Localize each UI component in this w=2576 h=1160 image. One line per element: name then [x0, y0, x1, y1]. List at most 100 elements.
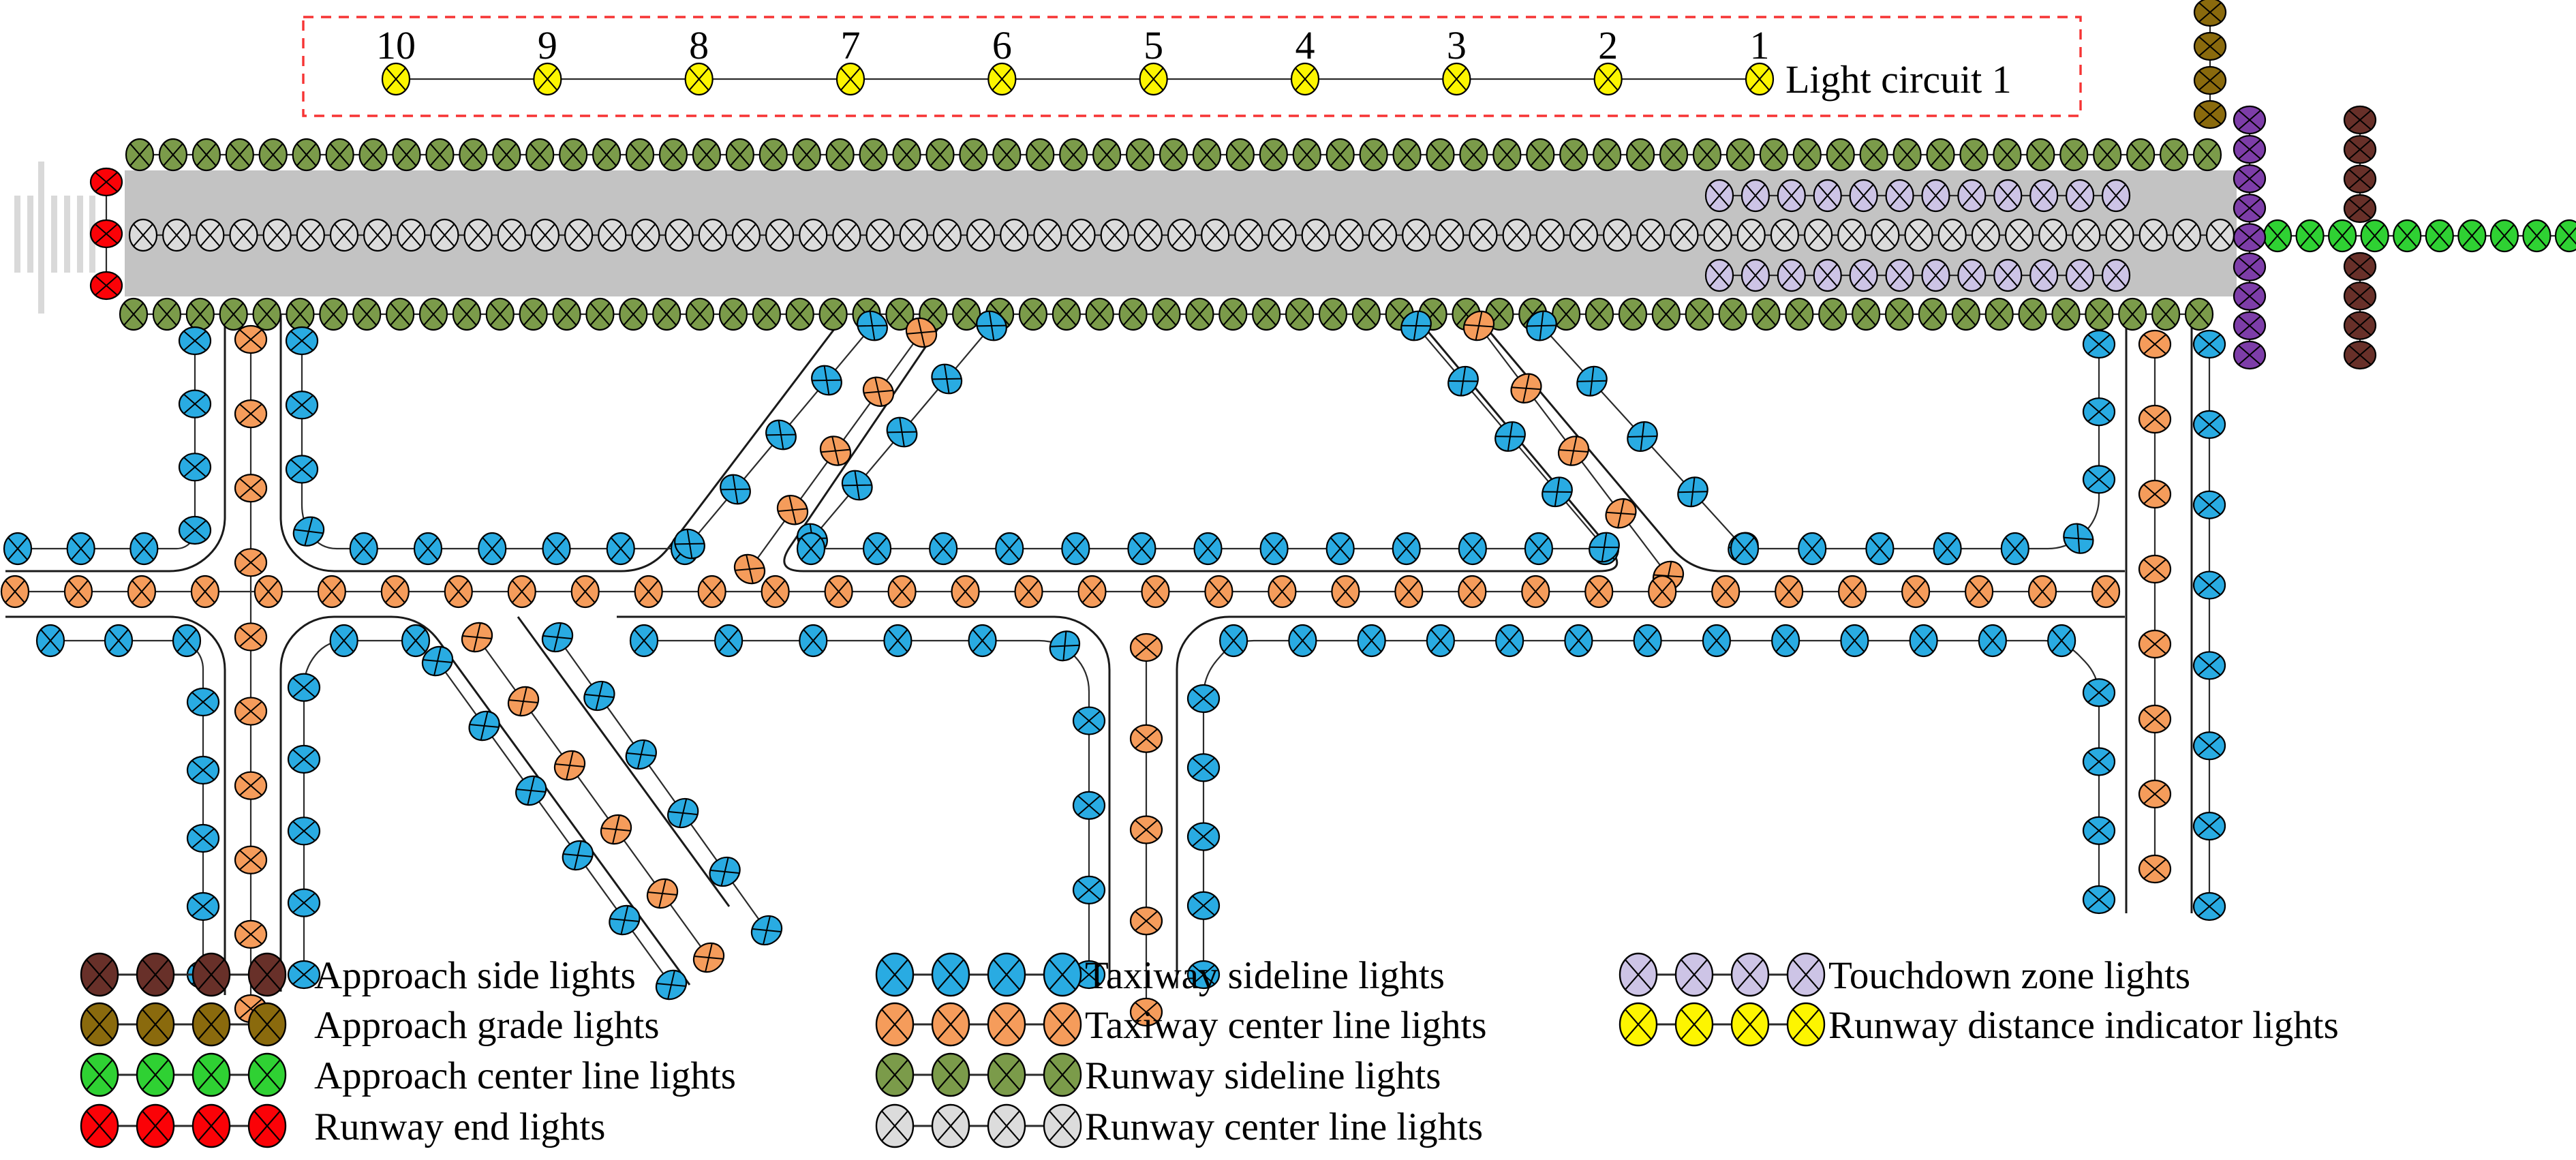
light-cross-b — [1573, 223, 1595, 247]
lgray-light — [1301, 218, 1330, 252]
light-cross-b — [896, 142, 917, 167]
light-cross-b — [1448, 380, 1478, 382]
lgray-light — [1000, 218, 1029, 252]
light-cross-b — [936, 1058, 965, 1091]
lgray-light — [1971, 218, 2000, 252]
blue-light — [1865, 532, 1895, 566]
light-cross-b — [456, 302, 478, 326]
light-cross-b — [132, 223, 154, 247]
light-cross-b — [239, 329, 263, 350]
lavender-light — [1921, 179, 1950, 213]
light-cross-b — [333, 223, 355, 247]
light-cross-b — [2042, 223, 2064, 247]
olive-legend-light — [80, 1002, 119, 1047]
light-cross-b — [482, 536, 503, 561]
rgreen-light — [1759, 138, 1788, 172]
chain-runway-sideline-bottom — [119, 297, 2214, 331]
light-cross-b — [1663, 142, 1685, 167]
approach-bar — [64, 196, 70, 273]
light-cross-b — [239, 701, 263, 722]
light-cross-b — [2348, 286, 2372, 307]
light-cross-b — [2030, 142, 2051, 167]
light-cross-b — [1624, 1008, 1653, 1041]
light-cross-b — [828, 579, 849, 604]
light-cross-b — [696, 142, 718, 167]
orange-light — [1510, 373, 1542, 403]
light-cross-b — [194, 579, 216, 604]
circuit-light-number: 4 — [1295, 23, 1315, 67]
light-cross-b — [1674, 223, 1695, 247]
olive-light — [2193, 31, 2227, 61]
rgreen-light — [1718, 297, 1747, 331]
light-cross-b — [2097, 142, 2118, 167]
orange-light — [190, 575, 220, 609]
light-cross-b — [2143, 633, 2167, 655]
light-cross-b — [609, 918, 640, 922]
light-cross-b — [2494, 224, 2515, 248]
light-cross-b — [523, 302, 544, 326]
rgreen-light — [1185, 297, 1214, 331]
light-cross-b — [2267, 224, 2288, 248]
blue-light — [172, 624, 202, 658]
orange-light — [1775, 575, 1804, 609]
light-cross-b — [662, 142, 684, 167]
lgray-light — [1502, 218, 1531, 252]
orange-light — [1648, 575, 1677, 609]
light-cross-b — [290, 330, 314, 352]
rgreen-light — [752, 297, 781, 331]
blue-legend-light — [875, 952, 915, 997]
blue-light — [287, 744, 321, 774]
light-cross-b — [2198, 104, 2222, 125]
orange-light — [254, 575, 283, 609]
light-cross-b — [943, 364, 950, 394]
light-cross-b — [1191, 826, 1216, 847]
light-cross-b — [992, 1008, 1021, 1041]
lavender-light — [1993, 179, 2023, 213]
light-cross-b — [1335, 579, 1356, 604]
light-cross-b — [1077, 879, 1101, 901]
lgray-light — [731, 218, 761, 252]
lower-twy2-east-edge — [1176, 615, 2125, 988]
light-cross-b — [129, 142, 151, 167]
light-cross-b — [191, 759, 215, 781]
light-cross-b — [2008, 223, 2030, 247]
light-cross-b — [197, 1058, 226, 1091]
light-cross-b — [1539, 223, 1561, 247]
orange-legend-light — [1043, 1002, 1082, 1047]
light-cross-b — [239, 403, 263, 425]
light-cross-b — [970, 223, 992, 247]
light-cross-b — [1722, 302, 1743, 326]
light-cross-b — [85, 958, 114, 991]
light-cross-b — [1563, 142, 1584, 167]
rgreen-light — [859, 138, 888, 172]
light-cross-b — [253, 1110, 281, 1142]
blue-legend-light — [987, 952, 1026, 997]
lgray-light — [966, 218, 996, 252]
rgreen-light — [1118, 297, 1148, 331]
light-cross-b — [423, 659, 453, 663]
green-legend-light — [136, 1052, 175, 1097]
light-cross-b — [863, 142, 884, 167]
orange-light — [2138, 629, 2172, 659]
light-cross-b — [1555, 302, 1577, 326]
light-cross-b — [67, 579, 89, 604]
light-cross-b — [534, 223, 556, 247]
light-cross-b — [933, 536, 954, 561]
blue-light — [1049, 630, 1081, 662]
chain-lower-diag-east-side — [541, 622, 783, 946]
circuit-box-border — [302, 16, 2082, 117]
light-cross-b — [623, 302, 644, 326]
light-cross-b — [635, 223, 656, 247]
light-cross-b — [239, 626, 263, 647]
light-cross-b — [2348, 109, 2372, 131]
orange-light — [1129, 815, 1163, 844]
light-cross-b — [200, 223, 221, 247]
blue-light — [285, 391, 319, 420]
light-cross-b — [1680, 958, 1708, 991]
light-cross-b — [2143, 223, 2164, 247]
blue-light — [968, 624, 997, 658]
lgray-light — [1670, 218, 1699, 252]
light-cross-b — [2143, 483, 2167, 505]
light-cross-b — [1223, 628, 1244, 653]
lgray-light — [2038, 218, 2068, 252]
